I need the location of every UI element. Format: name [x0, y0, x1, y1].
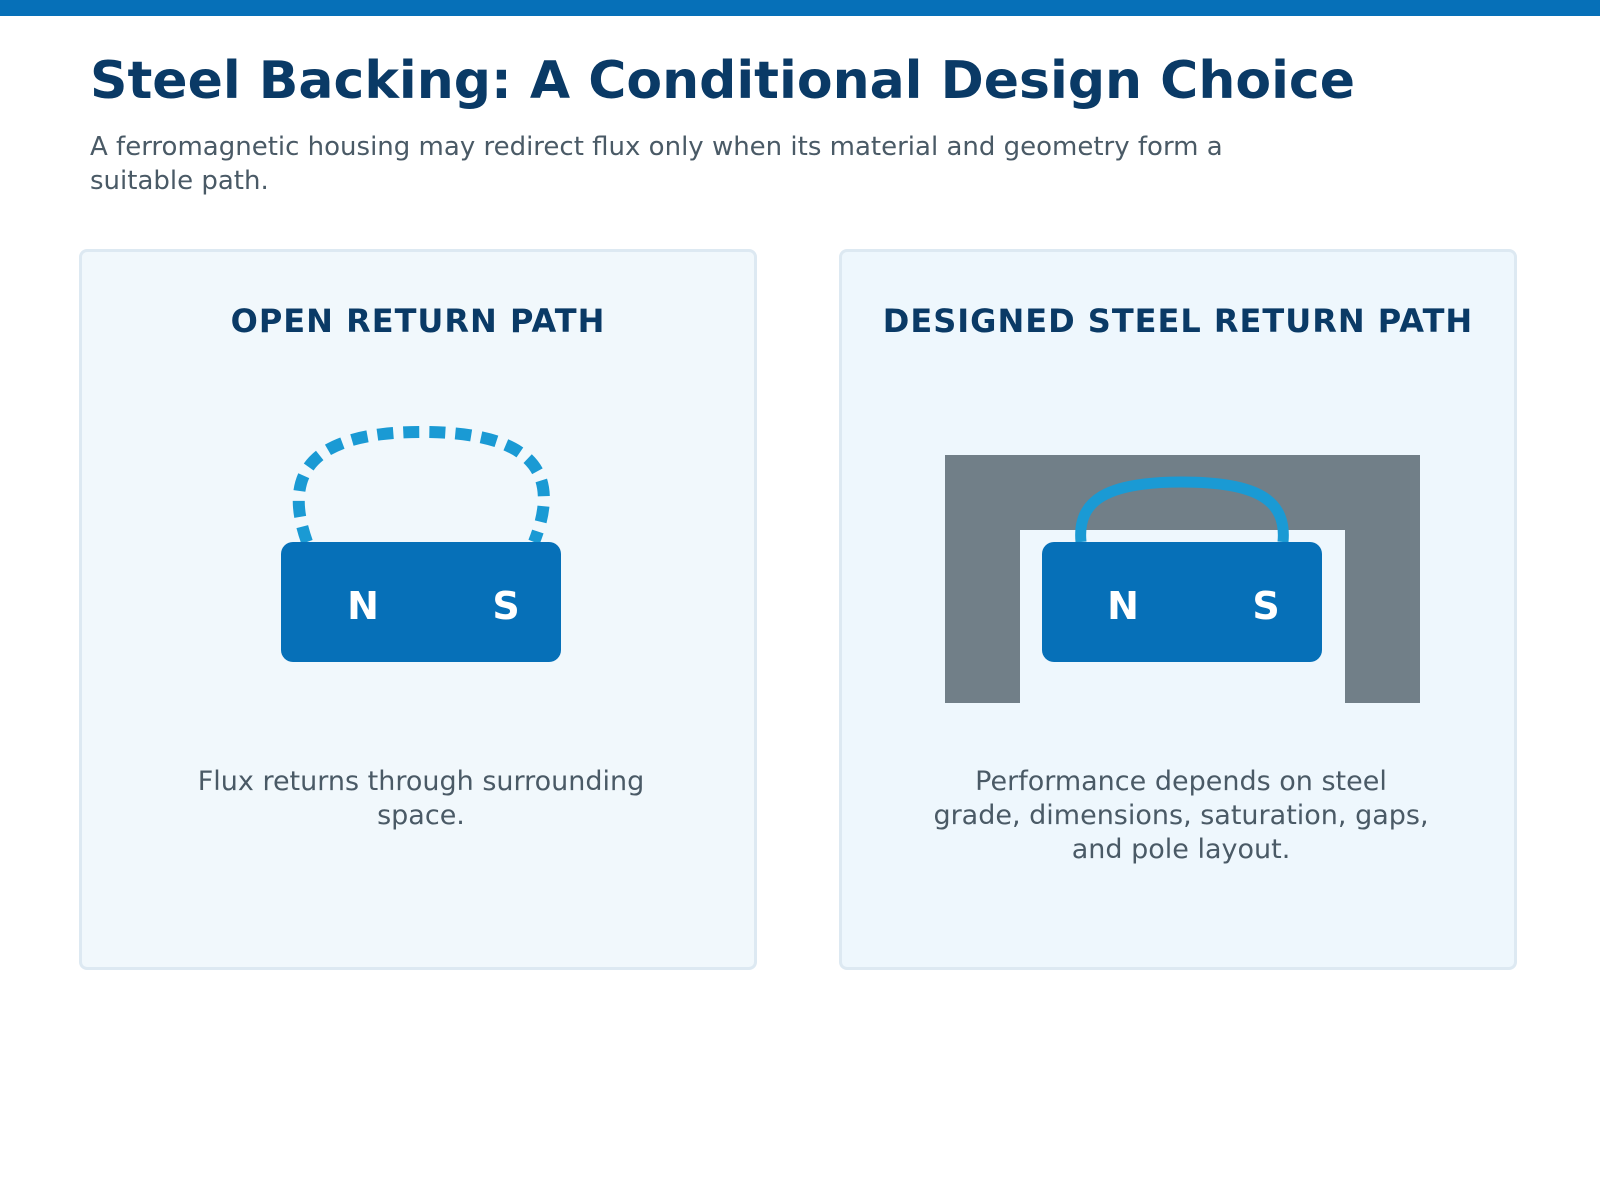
flux-return-loop: [292, 425, 550, 545]
page-title: Steel Backing: A Conditional Design Choi…: [90, 51, 1355, 111]
panel-title: DESIGNED STEEL RETURN PATH: [882, 302, 1474, 340]
panel-caption: Flux returns through surrounding space.: [197, 766, 645, 831]
panel-caption: Performance depends on steel grade, dime…: [933, 766, 1429, 865]
steel-return-path-diagram: N S: [945, 455, 1420, 703]
bar-magnet: [1042, 542, 1322, 662]
south-pole-label: S: [492, 584, 519, 628]
north-pole-label: N: [347, 584, 379, 628]
north-pole-label: N: [1107, 584, 1139, 628]
south-pole-label: S: [1252, 584, 1279, 628]
steel-housing: [945, 455, 1420, 703]
bar-magnet: [281, 542, 561, 662]
top-accent-bar: [0, 0, 1600, 16]
open-return-path-diagram: N S: [281, 425, 561, 662]
page-subtitle: A ferromagnetic housing may redirect flu…: [90, 132, 1223, 196]
flux-path-through-steel: [1075, 476, 1289, 543]
panel-open-return-path: OPEN RETURN PATH N S Flux returns throug…: [79, 249, 757, 970]
panel-designed-steel-return-path: DESIGNED STEEL RETURN PATH N S Performan…: [839, 249, 1517, 970]
panel-title: OPEN RETURN PATH: [230, 302, 606, 340]
